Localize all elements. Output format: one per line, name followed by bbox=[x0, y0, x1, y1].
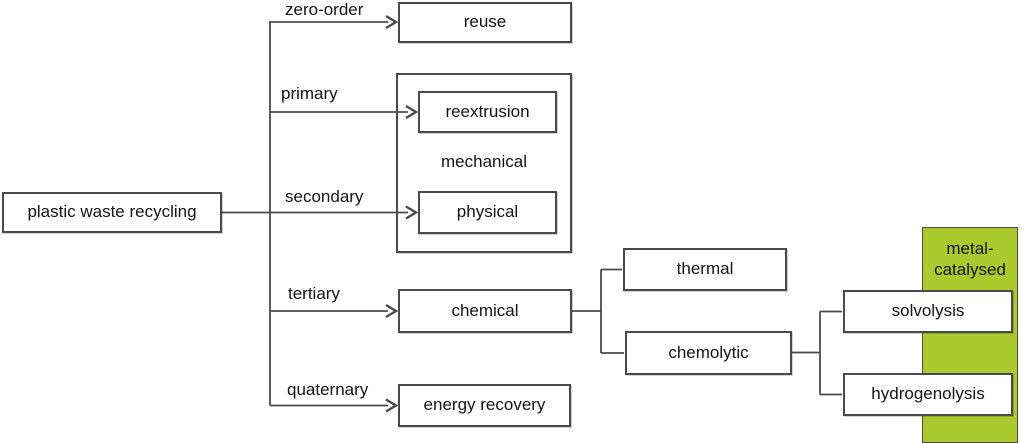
node-plastic-waste-recycling: plastic waste recycling bbox=[2, 192, 222, 233]
primary-arrowhead-icon bbox=[405, 104, 419, 120]
node-reextrusion: reextrusion bbox=[418, 91, 557, 133]
branch-label-secondary: secondary bbox=[285, 187, 364, 206]
branch-label-tertiary: tertiary bbox=[288, 284, 340, 303]
quaternary-arrowhead-icon bbox=[385, 398, 399, 413]
metal-catalysed-label: metal- catalysed bbox=[934, 239, 1006, 279]
mechanical-group-label: mechanical bbox=[441, 152, 527, 171]
node-energy-recovery: energy recovery bbox=[398, 384, 571, 427]
branch-label-quaternary: quaternary bbox=[287, 380, 369, 399]
node-chemolytic: chemolytic bbox=[625, 331, 792, 375]
chemical-split-lines bbox=[572, 268, 624, 354]
branch-label-zero-order: zero-order bbox=[285, 0, 364, 19]
node-hydrogenolysis: hydrogenolysis bbox=[843, 373, 1013, 416]
chemolytic-split-lines bbox=[792, 310, 842, 396]
node-solvolysis: solvolysis bbox=[843, 290, 1013, 333]
secondary-arrowhead-icon bbox=[405, 205, 419, 220]
branch-label-primary: primary bbox=[281, 84, 338, 103]
tertiary-arrowhead-icon bbox=[385, 303, 399, 319]
mechanical-group-box bbox=[396, 73, 572, 253]
node-reuse: reuse bbox=[398, 2, 572, 43]
node-physical: physical bbox=[418, 191, 557, 234]
node-thermal: thermal bbox=[623, 248, 787, 291]
zero-order-arrowhead-icon bbox=[385, 14, 399, 30]
node-chemical: chemical bbox=[398, 289, 572, 333]
